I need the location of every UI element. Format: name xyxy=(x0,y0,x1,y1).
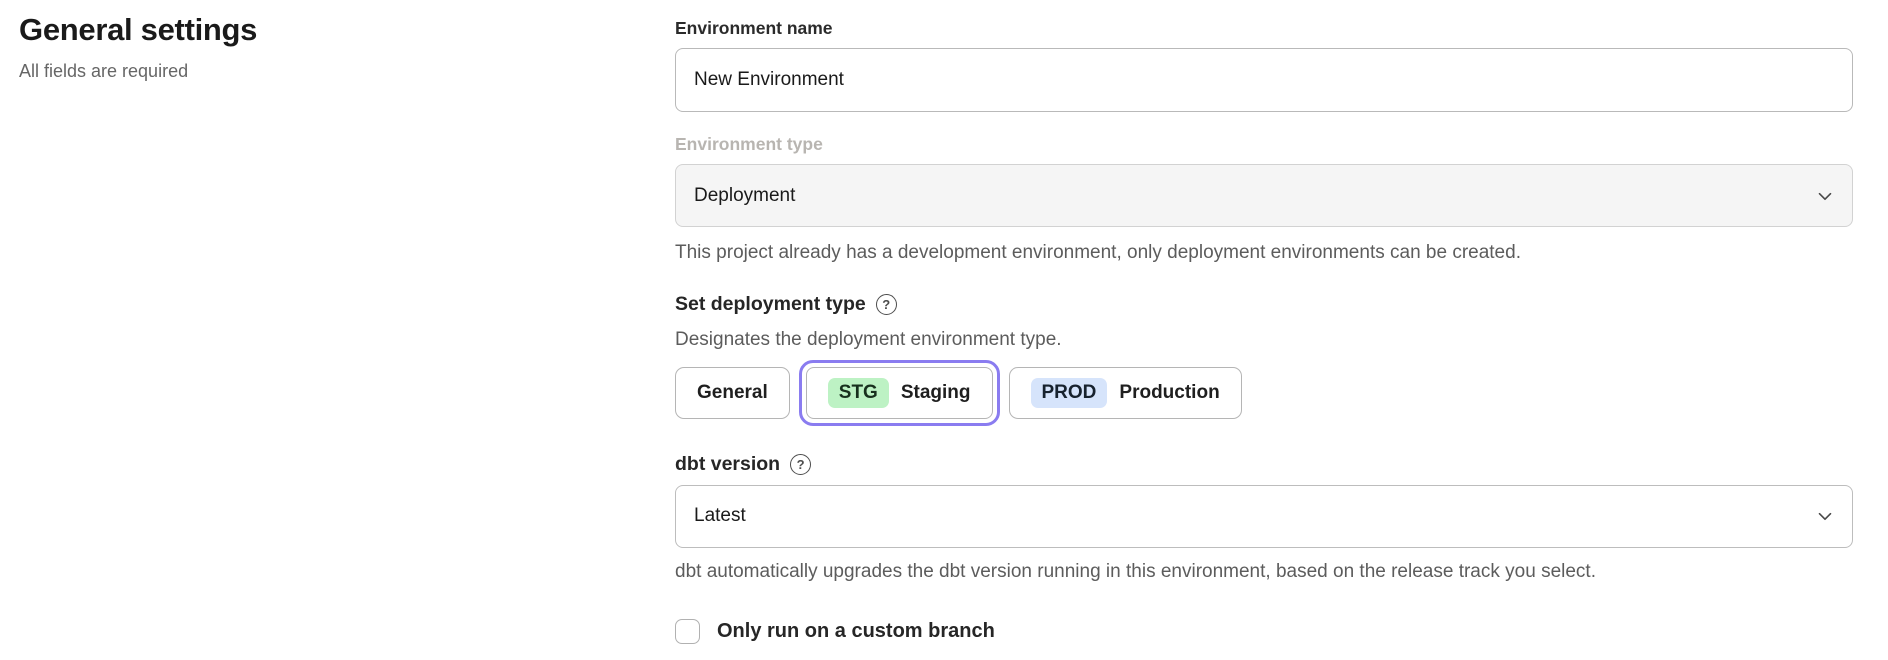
option-staging-label: Staging xyxy=(900,381,971,403)
chevron-down-icon xyxy=(1814,505,1836,527)
page-title: General settings xyxy=(19,12,258,47)
dbt-version-value: Latest xyxy=(694,505,746,527)
page-subtitle: All fields are required xyxy=(19,61,189,81)
dbt-version-helper: dbt automatically upgrades the dbt versi… xyxy=(675,560,1596,582)
custom-branch-row: Only run on a custom branch xyxy=(675,618,1853,644)
deployment-type-option-general[interactable]: General xyxy=(675,366,790,419)
deployment-type-section-head: Set deployment type ? xyxy=(675,293,1853,316)
environment-name-input[interactable] xyxy=(675,48,1853,112)
option-production-label: Production xyxy=(1119,381,1220,403)
staging-badge: STG xyxy=(827,377,889,408)
chevron-down-icon xyxy=(1814,185,1836,207)
deployment-type-helper: Designates the deployment environment ty… xyxy=(675,328,1062,350)
custom-branch-label: Only run on a custom branch xyxy=(717,619,995,642)
environment-type-helper: This project already has a development e… xyxy=(675,242,1521,263)
deployment-type-label: Set deployment type xyxy=(675,292,866,315)
custom-branch-checkbox[interactable] xyxy=(675,618,700,644)
production-badge: PROD xyxy=(1030,377,1108,408)
settings-intro: General settings All fields are required xyxy=(19,12,579,82)
dbt-version-label: dbt version xyxy=(675,452,781,475)
dbt-version-select[interactable]: Latest xyxy=(675,484,1853,548)
environment-name-label: Environment name xyxy=(675,18,833,38)
deployment-type-option-staging[interactable]: STG Staging xyxy=(805,366,993,419)
option-general-label: General xyxy=(697,381,768,403)
deployment-type-option-production[interactable]: PROD Production xyxy=(1008,366,1242,419)
environment-type-value: Deployment xyxy=(694,184,796,206)
deployment-type-options: General STG Staging PROD Production xyxy=(675,359,1853,426)
selected-option-ring: STG Staging xyxy=(798,359,1000,426)
help-icon[interactable]: ? xyxy=(875,293,897,315)
environment-type-select[interactable]: Deployment xyxy=(675,164,1853,227)
environment-form: Environment name Environment type Deploy… xyxy=(675,18,1853,644)
environment-type-label: Environment type xyxy=(675,134,823,154)
dbt-version-section-head: dbt version ? xyxy=(675,453,1853,476)
help-icon[interactable]: ? xyxy=(790,453,812,475)
